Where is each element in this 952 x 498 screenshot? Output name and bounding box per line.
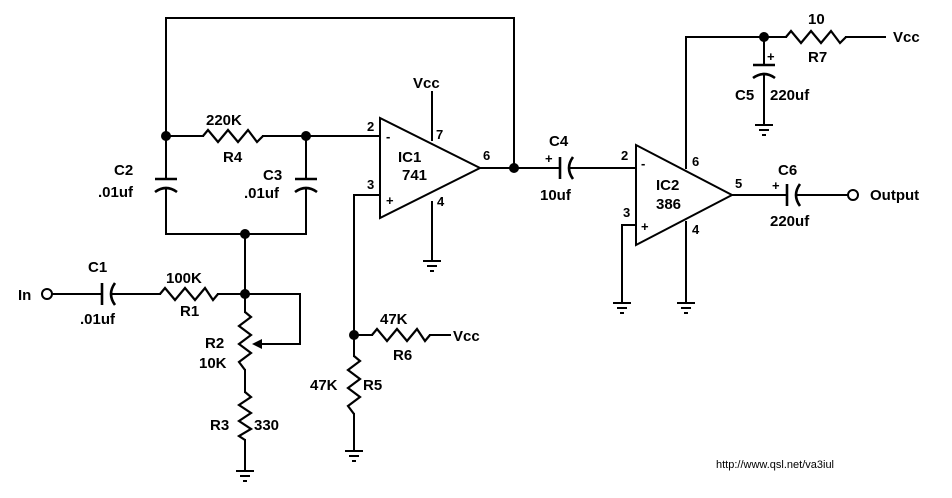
resistor-r5 [346,355,362,415]
vcc-label: Vcc [453,328,480,345]
ground-icon [755,124,773,136]
ground-icon [423,260,441,272]
capacitor-c3 [294,177,318,194]
r1-name: R1 [180,303,199,320]
vcc-label: Vcc [893,29,920,46]
c2-name: C2 [114,162,133,179]
c6-name: C6 [778,162,797,179]
resistors [159,29,847,441]
pot-wiper-arrow [252,339,262,349]
resistor-r7 [785,29,847,45]
c1-name: C1 [88,259,107,276]
ground-icon [236,470,254,482]
c4-name: C4 [549,133,569,150]
ic1-plus-sign: + [386,193,394,208]
c4-value: 10uf [540,187,572,204]
c1-value: .01uf [80,311,116,328]
r2-name: R2 [205,335,224,352]
ground-icon [677,302,695,314]
junctions [161,32,769,340]
r7-name: R7 [808,49,827,66]
c6-plus-sign: + [772,178,780,193]
ic2-name: IC2 [656,177,679,194]
capacitor-c6 [785,183,802,207]
c3-value: .01uf [244,185,280,202]
resistor-r6 [371,327,431,343]
capacitors [100,63,802,306]
ic1-name: IC1 [398,149,421,166]
r4-name: R4 [223,149,243,166]
potentiometer-r2 [237,311,253,371]
ground-icon [345,450,363,462]
ic2-pin-vcc: 6 [692,154,699,169]
resistor-r4 [202,128,264,144]
ic2-pin-out: 5 [735,176,742,191]
capacitor-c1 [100,282,117,306]
ic1-pin-out: 6 [483,148,490,163]
ic1-pin-vcc: 7 [436,127,443,142]
junction-dot [509,163,519,173]
junction-dot [301,131,311,141]
r3-value: 330 [254,417,279,434]
vcc-label: Vcc [413,75,440,92]
source-url: http://www.qsl.net/va3iul [716,459,834,471]
ic2-pin-noninv: 3 [623,205,630,220]
output-label: Output [870,187,919,204]
junction-dot [349,330,359,340]
ground-symbols [236,124,773,482]
input-terminal [41,288,53,300]
c3-name: C3 [263,167,282,184]
r5-name: R5 [363,377,382,394]
ic2-plus-sign: + [641,219,649,234]
c5-plus-sign: + [767,49,775,64]
r1-value: 100K [166,270,202,287]
junction-dot [161,131,171,141]
junction-dot [759,32,769,42]
c6-value: 220uf [770,213,810,230]
c2-value: .01uf [98,184,134,201]
junction-dot [240,289,250,299]
r2-value: 10K [199,355,227,372]
ic1-minus-sign: - [386,129,390,144]
r7-value: 10 [808,11,825,28]
c5-value: 220uf [770,87,810,104]
ground-icon [613,302,631,314]
opamp-ic2 [635,143,735,247]
ic2-pin-gnd: 4 [692,222,700,237]
ic1-pin-noninv: 3 [367,177,374,192]
ic2-part: 386 [656,196,681,213]
labels: In Output Vcc Vcc Vcc C1 .01uf 100K R1 2… [18,11,920,471]
output-terminal [847,189,859,201]
r3-name: R3 [210,417,229,434]
c4-plus-sign: + [545,151,553,166]
input-label: In [18,287,31,304]
opamp-ic1 [379,116,483,220]
capacitor-c2 [154,177,178,194]
ic2-pin-inv: 2 [621,148,628,163]
r5-value: 47K [310,377,338,394]
wires [51,17,886,471]
ic1-pin-inv: 2 [367,119,374,134]
resistor-r3 [236,391,254,441]
resistor-r1 [159,286,219,302]
ic1-pin-gnd: 4 [437,194,445,209]
c5-name: C5 [735,87,754,104]
ic1-part: 741 [402,167,427,184]
r4-value: 220K [206,112,242,129]
r6-value: 47K [380,311,408,328]
r6-name: R6 [393,347,412,364]
junction-dot [240,229,250,239]
capacitor-c5 [752,63,776,80]
ic2-minus-sign: - [641,156,645,171]
capacitor-c4 [558,156,575,180]
